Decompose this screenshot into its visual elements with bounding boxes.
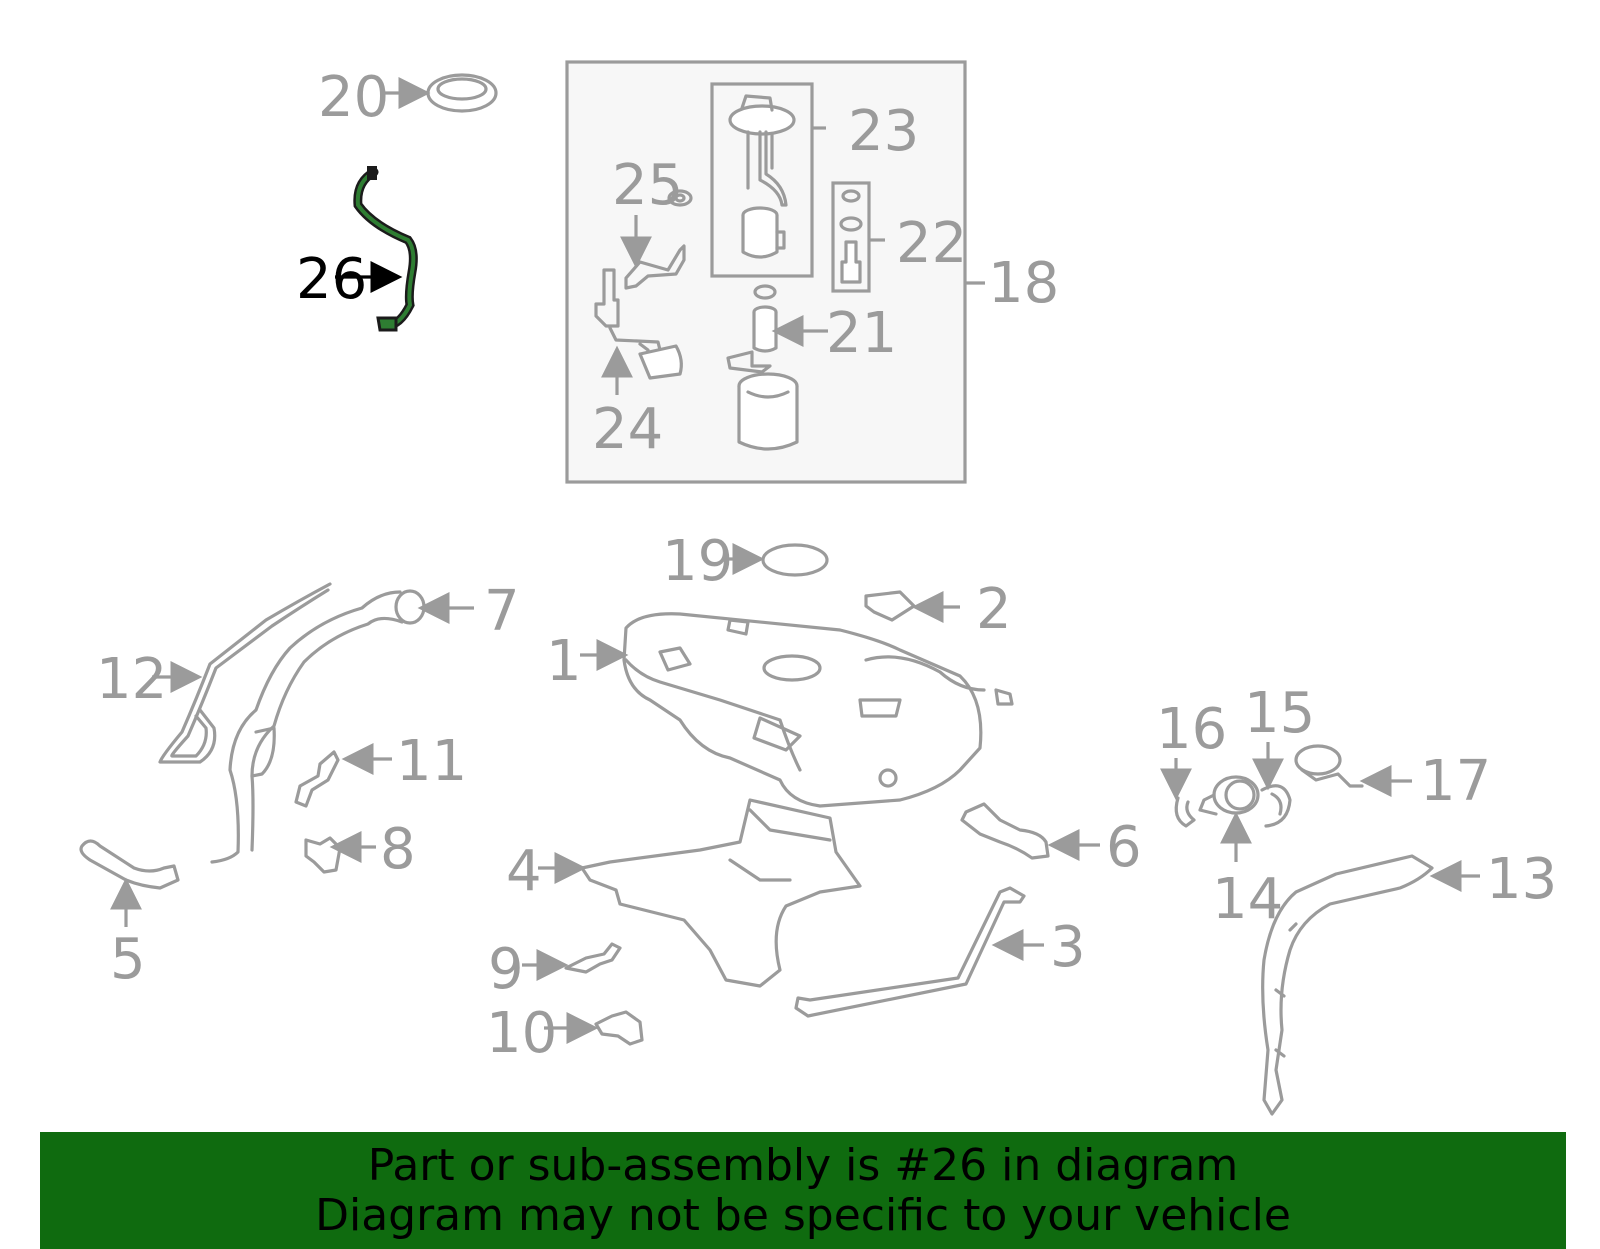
fuel-tank-part	[622, 612, 1014, 808]
banner-line-disclaimer: Diagram may not be specific to your vehi…	[315, 1189, 1291, 1241]
callout-17: 17	[1420, 749, 1491, 814]
fuel-cap-part	[1294, 744, 1364, 788]
fuel-filter-part	[726, 284, 799, 451]
callout-4: 4	[506, 839, 542, 904]
callout-6: 6	[1106, 815, 1142, 880]
callout-9: 9	[488, 937, 524, 1002]
callout-25: 25	[612, 153, 683, 218]
filler-bracket-part	[294, 750, 340, 808]
tank-bracket-part	[864, 590, 916, 622]
callout-7: 7	[484, 579, 520, 644]
filler-neck-part	[210, 589, 426, 864]
callout-19: 19	[662, 529, 733, 594]
callout-5: 5	[110, 927, 146, 992]
vapor-pipe-part	[960, 802, 1050, 860]
callout-15: 15	[1244, 681, 1315, 746]
lock-ring-part	[426, 73, 498, 113]
callout-13: 13	[1486, 847, 1557, 912]
tank-gasket-part	[761, 543, 829, 577]
callout-3: 3	[1050, 915, 1086, 980]
callout-23: 23	[848, 99, 919, 164]
callout-21: 21	[826, 301, 897, 366]
filler-protector-part	[1261, 854, 1434, 1116]
callout-26-highlighted: 26	[296, 247, 367, 312]
callout-1: 1	[546, 629, 582, 694]
callout-20: 20	[318, 65, 389, 130]
callout-8: 8	[380, 817, 416, 882]
banner-line-part-number: Part or sub-assembly is #26 in diagram	[367, 1139, 1239, 1191]
tank-strap-part	[794, 886, 1026, 1018]
part-info-banner: Part or sub-assembly is #26 in diagram D…	[40, 1132, 1566, 1249]
callout-14: 14	[1212, 867, 1283, 932]
shield-bracket-upper-part	[564, 942, 622, 974]
vent-tube-part	[158, 582, 332, 764]
callout-10: 10	[486, 1001, 557, 1066]
callout-16: 16	[1156, 697, 1227, 762]
callout-12: 12	[96, 647, 167, 712]
fuel-level-sender-part	[594, 244, 686, 380]
callout-labels: 1 2 3 4 5 6 7 8 9 10 11 12 13 14 15 16 1…	[96, 65, 1557, 1066]
callout-18: 18	[988, 251, 1059, 316]
fuel-pump-module-part	[728, 94, 826, 259]
hose-clamp-part	[304, 836, 342, 874]
callout-24: 24	[592, 397, 663, 462]
heat-shield-part	[580, 798, 862, 988]
filler-hose-part	[79, 839, 180, 890]
callout-11: 11	[396, 729, 467, 794]
clip-part	[1174, 796, 1196, 828]
sender-grommet-part	[667, 189, 693, 207]
shield-bracket-lower-part	[594, 1010, 644, 1046]
retainer-ring-part	[1260, 784, 1292, 828]
fuel-line-highlighted-part	[353, 166, 418, 332]
callout-22: 22	[896, 211, 967, 276]
callout-2: 2	[976, 577, 1012, 642]
pump-seal-set-part	[839, 189, 885, 284]
filler-pipe-seal-part	[1198, 775, 1260, 816]
